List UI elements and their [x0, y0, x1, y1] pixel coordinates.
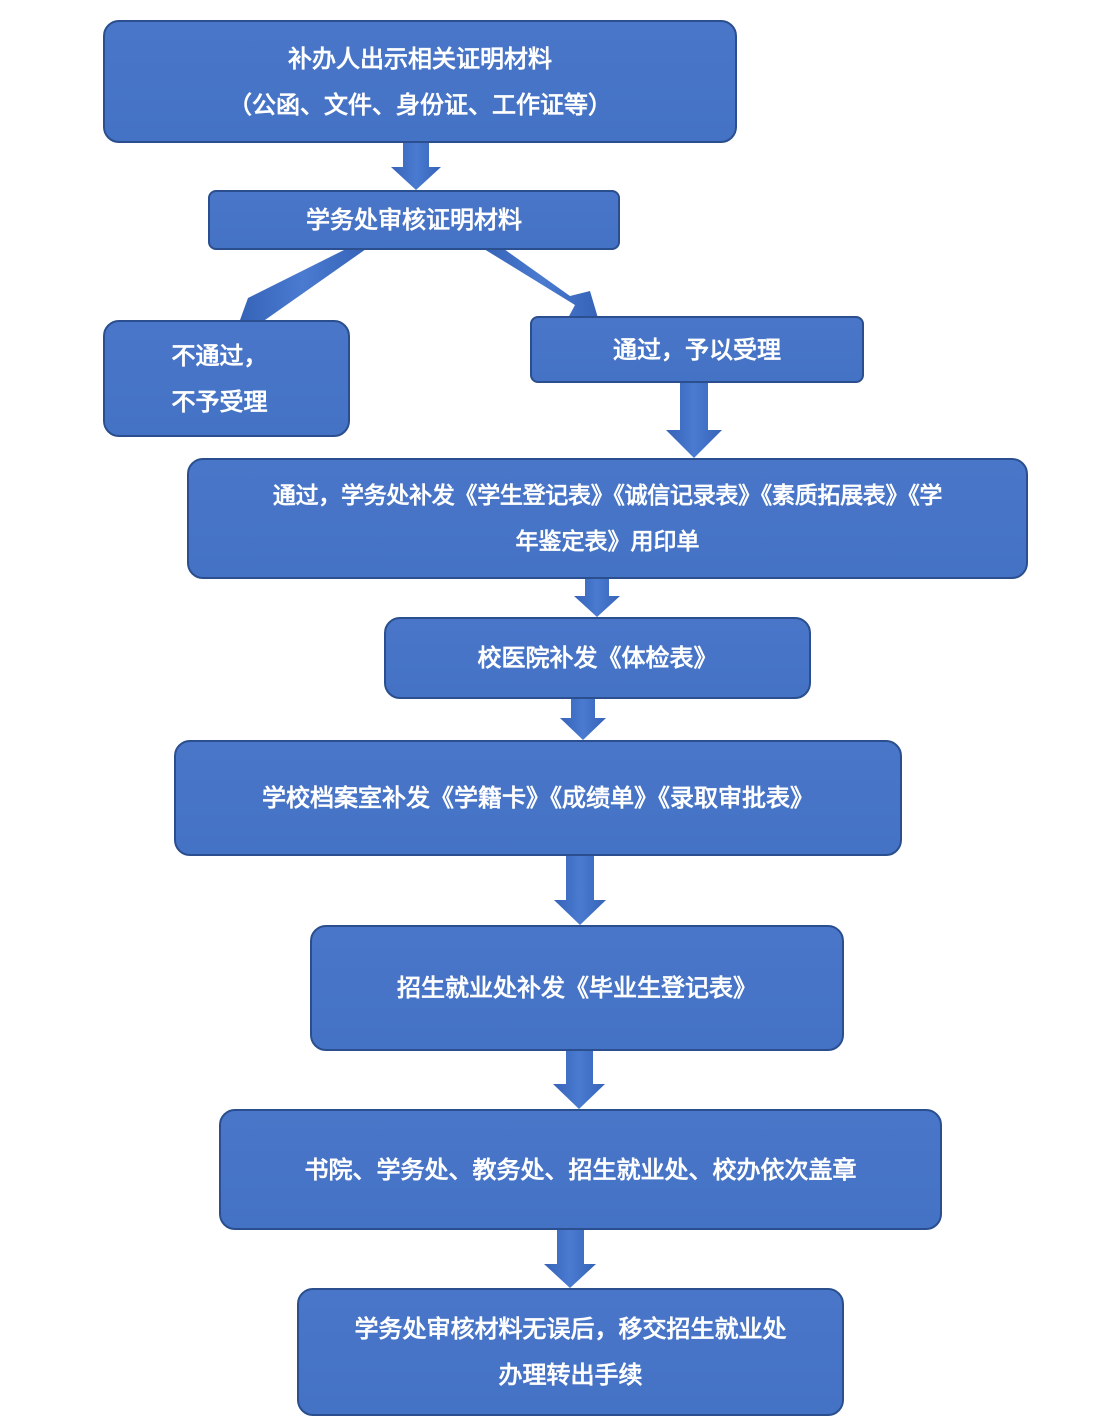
step-hospital-label: 校医院补发《体检表》: [477, 644, 718, 672]
step-review-label: 学务处审核证明材料: [306, 206, 522, 234]
step-reissue-forms-line1: 通过，学务处补发《学生登记表》《诚信记录表》《素质拓展表》《学: [272, 482, 943, 509]
step-transfer-line1: 学务处审核材料无误后，移交招生就业处: [354, 1315, 787, 1343]
step-accepted: 通过，予以受理: [530, 316, 864, 383]
arrow-diag-right: [484, 249, 598, 318]
arrow-down-6: [553, 1051, 605, 1109]
step-submit-proof-line1: 补办人出示相关证明材料: [288, 44, 552, 73]
arrow-down-4: [560, 698, 606, 740]
step-submit-proof: 补办人出示相关证明材料 （公函、文件、身份证、工作证等）: [103, 20, 737, 143]
step-accepted-label: 通过，予以受理: [613, 335, 781, 364]
step-employment: 招生就业处补发《毕业生登记表》: [310, 925, 844, 1051]
step-employment-label: 招生就业处补发《毕业生登记表》: [397, 974, 757, 1002]
step-review: 学务处审核证明材料: [208, 190, 620, 250]
arrow-down-2: [666, 383, 722, 458]
step-reissue-forms-line2: 年鉴定表》用印单: [515, 528, 700, 555]
arrow-down-1: [391, 143, 441, 190]
step-hospital: 校医院补发《体检表》: [384, 617, 811, 699]
step-reissue-forms: 通过，学务处补发《学生登记表》《诚信记录表》《素质拓展表》《学 年鉴定表》用印单: [187, 458, 1028, 579]
step-rejected-line1: 不通过，: [171, 341, 268, 370]
step-stamps: 书院、学务处、教务处、招生就业处、校办依次盖章: [219, 1109, 942, 1230]
step-archives-label: 学校档案室补发《学籍卡》《成绩单》《录取审批表》: [262, 784, 814, 812]
step-rejected-line2: 不予受理: [171, 387, 268, 416]
step-rejected: 不通过， 不予受理: [103, 320, 350, 437]
arrow-down-3: [574, 579, 620, 617]
arrow-down-5: [554, 856, 606, 925]
arrow-diag-left: [240, 249, 366, 320]
step-submit-proof-line2: （公函、文件、身份证、工作证等）: [228, 90, 612, 119]
arrow-down-7: [544, 1230, 596, 1288]
step-stamps-label: 书院、学务处、教务处、招生就业处、校办依次盖章: [304, 1155, 857, 1184]
step-transfer-line2: 办理转出手续: [498, 1361, 643, 1389]
step-archives: 学校档案室补发《学籍卡》《成绩单》《录取审批表》: [174, 740, 902, 856]
step-transfer: 学务处审核材料无误后，移交招生就业处 办理转出手续: [297, 1288, 844, 1416]
